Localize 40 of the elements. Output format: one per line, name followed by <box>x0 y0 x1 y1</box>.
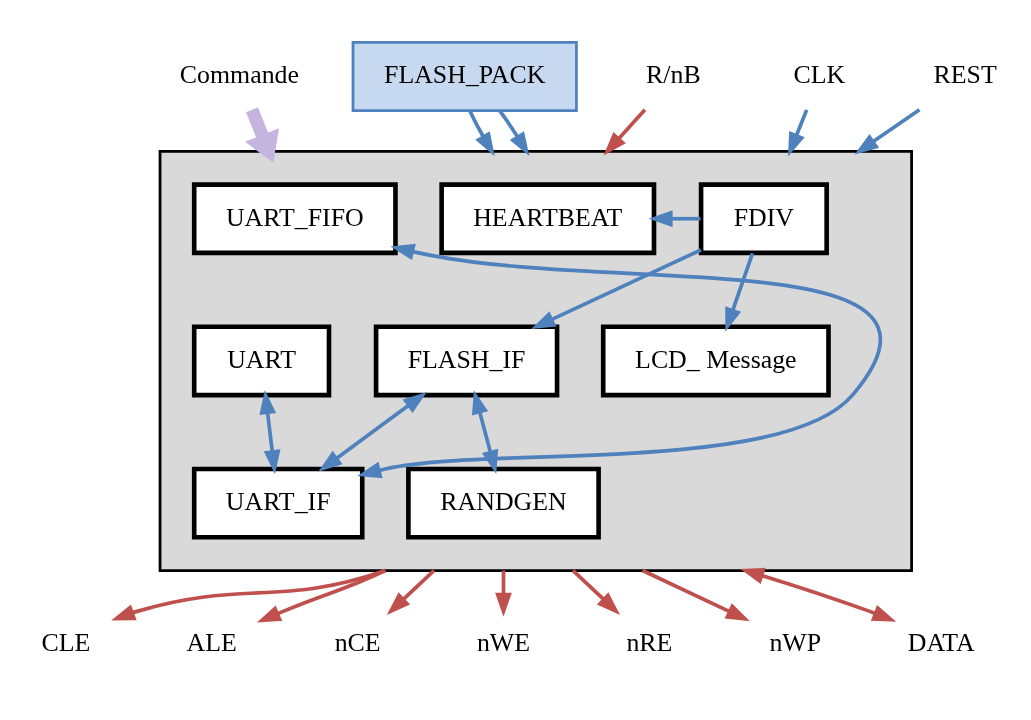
arrow <box>357 243 881 479</box>
arrow <box>468 110 495 157</box>
node-text: nWP <box>769 628 822 658</box>
arrow <box>788 109 809 157</box>
node-text: DATA <box>907 628 975 658</box>
node-text: REST <box>933 60 997 90</box>
arrow <box>648 210 701 228</box>
arrow <box>531 248 702 329</box>
arrow <box>386 569 436 615</box>
arrow <box>854 108 921 155</box>
node-text: CLE <box>41 628 91 658</box>
node-box: UART_IF <box>191 466 365 540</box>
arrow <box>111 568 386 621</box>
node-box: FLASH_PACK <box>351 41 578 113</box>
arrow <box>256 568 387 623</box>
arrow <box>740 567 897 622</box>
node-box: FDIV <box>698 182 829 256</box>
arrow <box>245 107 280 163</box>
node-text: CLK <box>793 60 846 90</box>
node-box: UART_FIFO <box>191 182 398 256</box>
node-box: HEARTBEAT <box>439 182 657 256</box>
node-box: LCD_ Message <box>600 324 831 398</box>
node-text: R/nB <box>646 60 701 90</box>
arrow <box>495 570 512 617</box>
node-box: RANDGEN <box>406 466 601 540</box>
arrow <box>603 108 647 156</box>
arrow <box>318 391 427 472</box>
node-text: Commande <box>179 60 300 90</box>
cluster <box>158 149 913 572</box>
node-text: nCE <box>334 628 381 658</box>
node-text: nWE <box>476 628 531 658</box>
node-text: ALE <box>186 628 237 658</box>
arrow <box>259 390 281 475</box>
arrow <box>498 110 530 157</box>
arrow <box>725 252 755 332</box>
node-text: nRE <box>626 628 673 658</box>
node-box: FLASH_IF <box>373 324 560 398</box>
arrow <box>571 569 621 615</box>
node-box: UART <box>191 324 332 398</box>
arrow <box>641 568 750 622</box>
